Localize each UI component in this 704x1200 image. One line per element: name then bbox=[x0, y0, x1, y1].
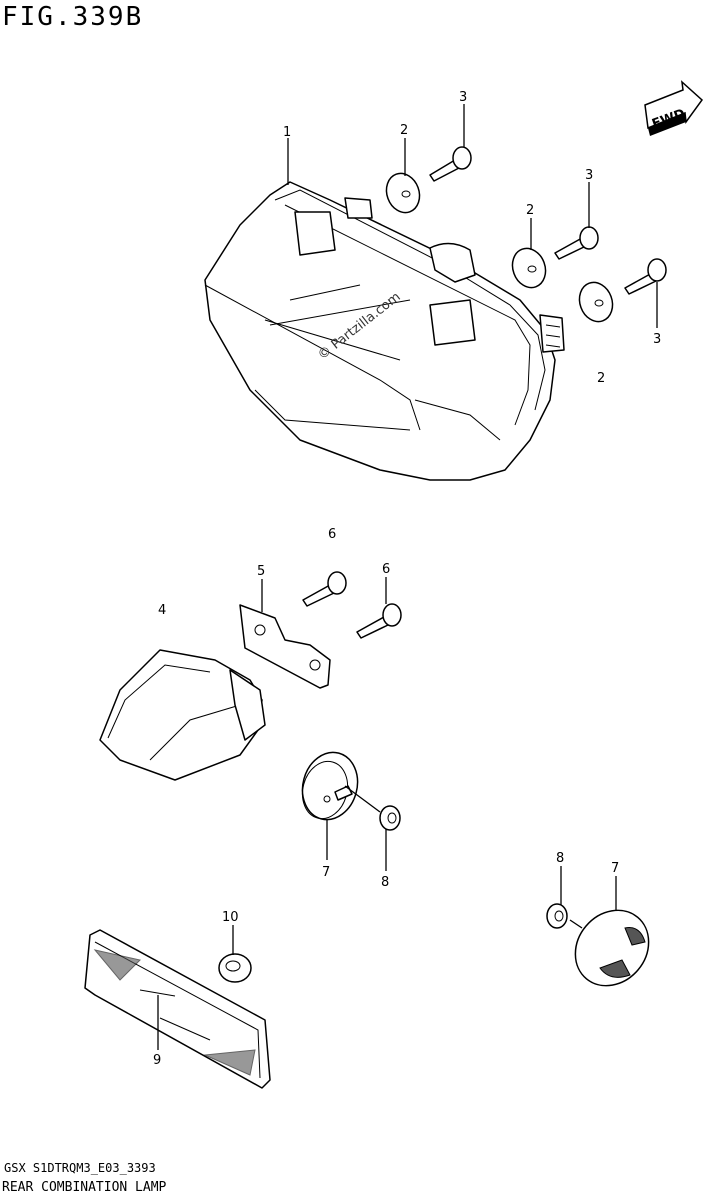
callout-label: 3 bbox=[459, 90, 467, 105]
callout-label: 8 bbox=[556, 851, 564, 866]
tail-lamp-assembly bbox=[204, 181, 565, 481]
washer-icon bbox=[385, 172, 421, 214]
callout-label: 6 bbox=[382, 562, 390, 577]
license-lamp-icon bbox=[99, 649, 266, 781]
callout-label: 2 bbox=[400, 123, 408, 138]
callout-label: 3 bbox=[585, 168, 593, 183]
callout-label: 8 bbox=[381, 875, 389, 890]
rectangular-reflector-icon bbox=[84, 929, 271, 1089]
callout-label: 7 bbox=[611, 861, 619, 876]
callout-label: 6 bbox=[328, 527, 336, 542]
screw-icon bbox=[554, 226, 599, 260]
callout-label: 4 bbox=[158, 603, 166, 618]
nut-icon bbox=[379, 805, 401, 831]
callout-label: 1 bbox=[283, 125, 291, 140]
washer-icon bbox=[578, 281, 614, 323]
callout-label: 7 bbox=[322, 865, 330, 880]
screw-icon bbox=[302, 571, 347, 607]
nut-icon bbox=[546, 903, 568, 929]
callout-label: 2 bbox=[597, 371, 605, 386]
callout-label: 5 bbox=[257, 564, 265, 579]
screw-icon bbox=[356, 603, 402, 639]
round-reflector-icon bbox=[574, 909, 650, 987]
callout-label: 10 bbox=[222, 910, 239, 925]
screw-icon bbox=[624, 258, 667, 295]
callout-label: 3 bbox=[653, 332, 661, 347]
nut-icon bbox=[218, 953, 252, 983]
washer-icon bbox=[511, 247, 547, 289]
diagram-caption: REAR COMBINATION LAMP bbox=[2, 1180, 167, 1195]
figure-title: FIG.339B bbox=[2, 2, 144, 32]
callout-label: 2 bbox=[526, 203, 534, 218]
round-reflector-icon bbox=[301, 751, 359, 821]
diagram-code: GSX S1DTRQM3_E03_3393 bbox=[4, 1161, 156, 1175]
screw-icon bbox=[429, 146, 472, 182]
fwd-arrow-icon: FWD bbox=[644, 80, 704, 136]
callout-label: 9 bbox=[153, 1053, 161, 1068]
bracket-icon bbox=[239, 604, 331, 689]
